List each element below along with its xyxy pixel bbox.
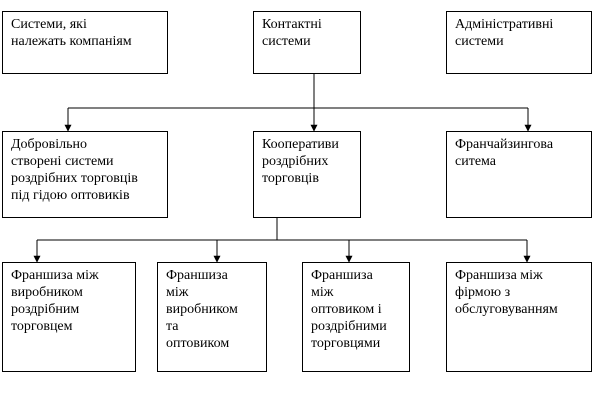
node-retail-cooperatives: Кооперативи роздрібних торговців xyxy=(253,131,361,218)
node-franchise-wholesaler-retailers: Франшиза між оптовиком і роздрібними тор… xyxy=(302,262,410,372)
node-franchising-system: Франчайзингова ситема xyxy=(446,131,592,218)
node-voluntary-chains: Добровільно створені системи роздрібних … xyxy=(2,131,168,218)
node-administrative-systems: Адміністративні системи xyxy=(446,11,592,74)
node-franchise-firm-service: Франшиза між фірмою з обслуговуванням xyxy=(446,262,592,372)
node-contract-systems: Контактні системи xyxy=(253,11,361,74)
node-franchise-manufacturer-retailer: Франшиза між виробником роздрібним торго… xyxy=(2,262,136,372)
node-franchise-manufacturer-wholesaler: Франшиза між виробником та оптовиком xyxy=(157,262,267,372)
node-company-systems: Системи, які належать компаніям xyxy=(2,11,168,74)
